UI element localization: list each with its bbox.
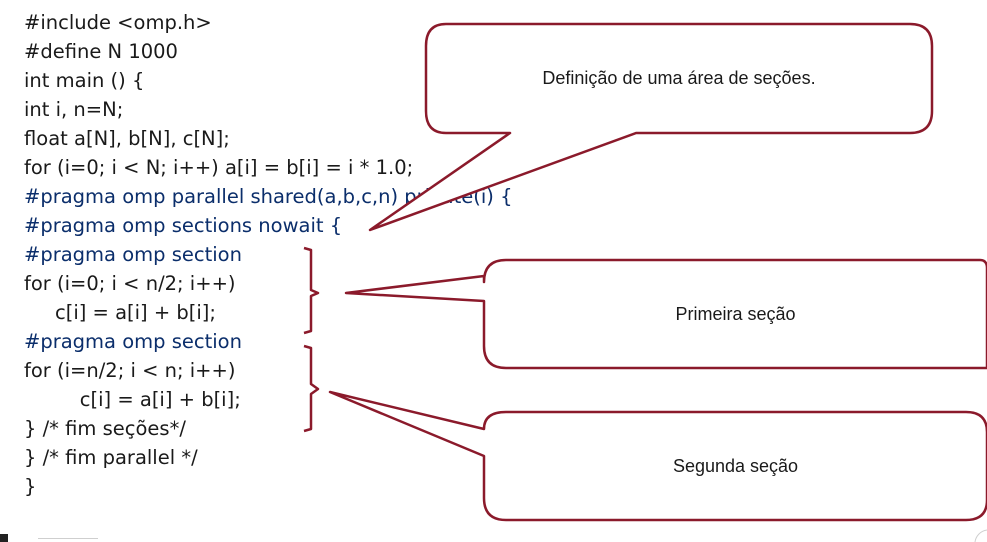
first-section-bracket bbox=[303, 246, 320, 335]
code-line: float a[N], b[N], c[N]; bbox=[24, 127, 230, 150]
callout-second-section-text: Segunda seção bbox=[672, 456, 799, 476]
corner-arc-decoration bbox=[974, 529, 987, 542]
callout-first-section-bubble bbox=[344, 258, 987, 370]
code-line: #pragma omp section bbox=[24, 330, 242, 353]
code-line: c[i] = a[i] + b[i]; bbox=[24, 301, 216, 324]
code-line: #pragma omp sections nowait { bbox=[24, 214, 343, 237]
callout-sections-area-bubble bbox=[368, 22, 934, 232]
footer-divider bbox=[38, 538, 98, 539]
callout-first-section-text: Primeira seção bbox=[675, 304, 796, 324]
code-line: c[i] = a[i] + b[i]; bbox=[24, 388, 241, 411]
page-corner-mark bbox=[0, 534, 8, 542]
code-line: #pragma omp section bbox=[24, 243, 242, 266]
second-section-bracket bbox=[303, 344, 320, 433]
code-line: } bbox=[24, 475, 37, 498]
callout-second-section-bubble bbox=[328, 390, 987, 522]
callout-sections-area-text: Definição de uma área de seções. bbox=[542, 68, 816, 88]
code-line: } /* fim seções*/ bbox=[24, 417, 186, 440]
code-line: for (i=n/2; i < n; i++) bbox=[24, 359, 236, 382]
code-line: int i, n=N; bbox=[24, 98, 124, 121]
code-line: for (i=0; i < N; i++) a[i] = b[i] = i * … bbox=[24, 156, 414, 179]
code-line: for (i=0; i < n/2; i++) bbox=[24, 272, 236, 295]
code-line: #include <omp.h> bbox=[24, 11, 212, 34]
code-line: #define N 1000 bbox=[24, 40, 178, 63]
code-line: int main () { bbox=[24, 69, 145, 92]
code-line: } /* fim parallel */ bbox=[24, 446, 198, 469]
